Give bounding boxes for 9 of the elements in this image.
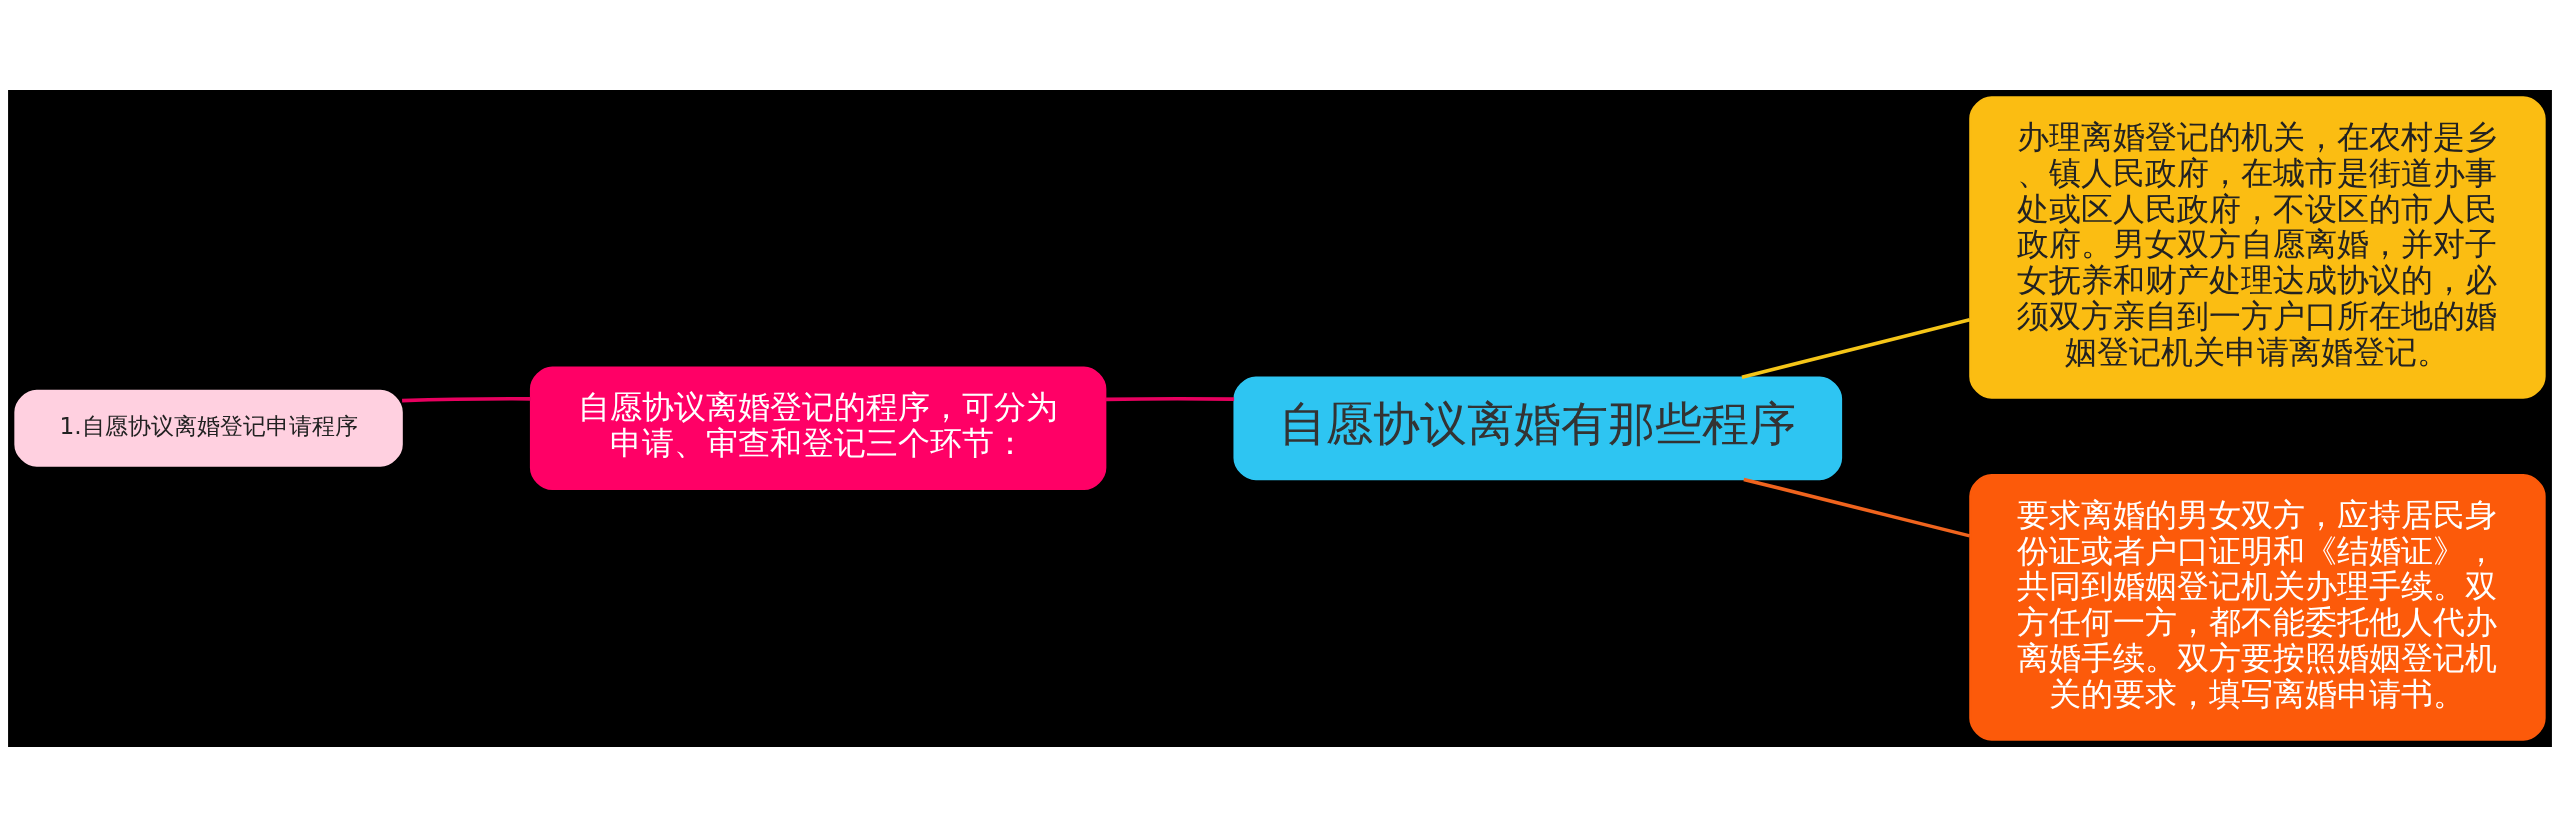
- connector: [1743, 477, 1971, 538]
- connector: [1741, 318, 1971, 379]
- node-box: 自愿协议离婚登记的程序，可分为申请、审查和登记三个环节：: [529, 366, 1107, 491]
- node-box: 办理离婚登记的机关，在农村是乡、镇人民政府，在城市是街道办事处或区人民政府，不设区的市人民政府。男女双方自愿离婚，并对子女抚养和财产处理达成协议的，必须双方亲自到一方户口所在地的婚姻登记机关申请离婚登记。: [1969, 96, 2546, 399]
- node-box: 1.自愿协议离婚登记申请程序: [14, 389, 403, 467]
- connector: [402, 397, 531, 403]
- connector: [1105, 397, 1235, 402]
- node-box: 自愿协议离婚有那些程序: [1233, 376, 1843, 481]
- node-box: 要求离婚的男女双方，应持居民身份证或者户口证明和《结婚证》，共同到婚姻登记机关办理手续。双方任何一方，都不能委托他人代办离婚手续。双方要按照婚姻登记机关的要求，填写离婚申请书。: [1969, 474, 2546, 741]
